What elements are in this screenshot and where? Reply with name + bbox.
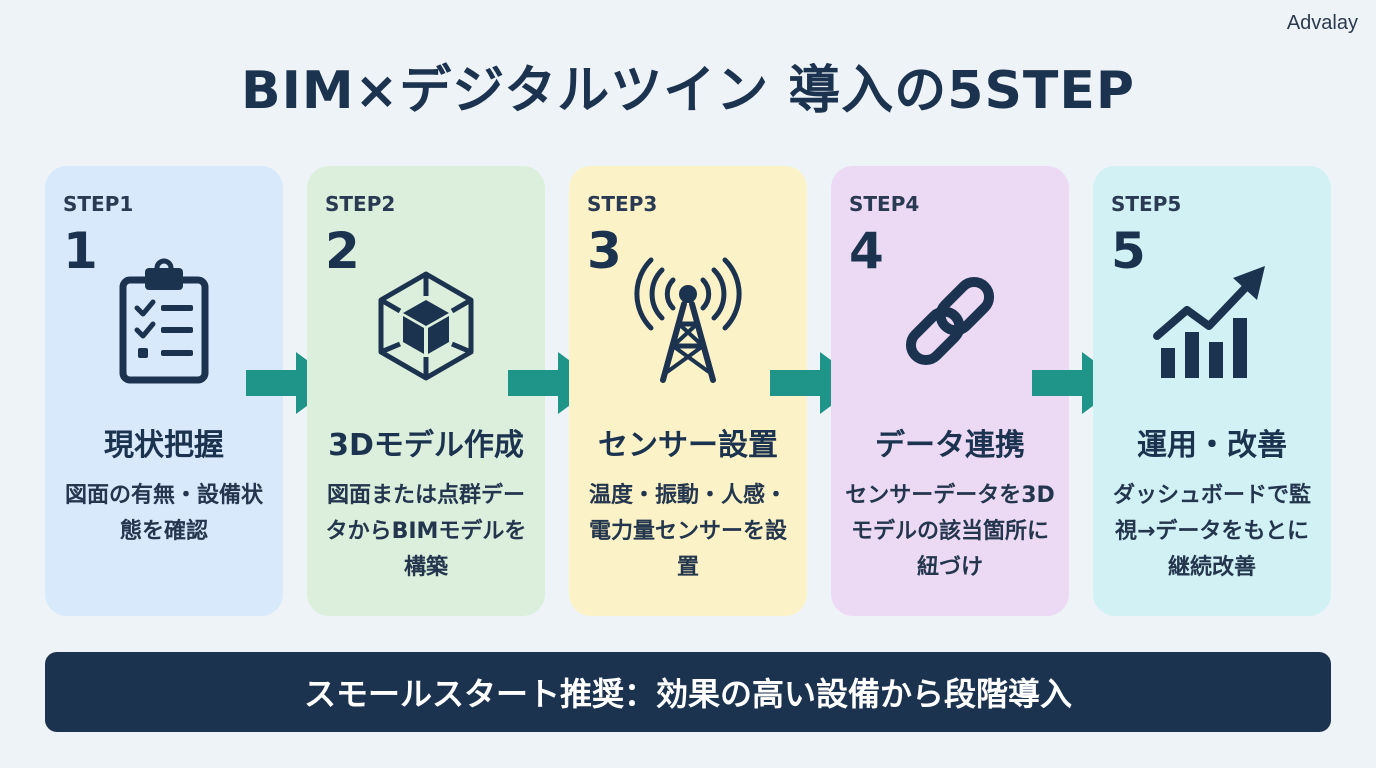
antenna-tower-icon (633, 256, 743, 386)
recommendation-banner: スモールスタート推奨：効果の高い設備から段階導入 (45, 652, 1331, 732)
3d-cube-icon (371, 256, 481, 386)
step-label: STEP4 (849, 192, 920, 216)
step-title: 現状把握 (104, 428, 224, 463)
step-label: STEP1 (63, 192, 134, 216)
step-number: 2 (325, 222, 360, 280)
page-title: BIM×デジタルツイン 導入の5STEP (240, 61, 1136, 121)
step-label: STEP5 (1111, 192, 1182, 216)
clipboard-checklist-icon (109, 256, 219, 386)
step-label: STEP3 (587, 192, 658, 216)
step-card-5: STEP5 5 運用・改善 ダッシュボードで監視→データをもとに継続改善 (1093, 166, 1331, 616)
step-number: 4 (849, 222, 884, 280)
step-card-4: STEP4 4 データ連携 センサーデータを3Dモデルの該当箇所に紐づけ (831, 166, 1069, 616)
step-number: 3 (587, 222, 622, 280)
step-description: 図面または点群データからBIMモデルを構築 (325, 483, 527, 580)
step-description: ダッシュボードで監視→データをもとに継続改善 (1112, 483, 1311, 580)
step-description: 図面の有無・設備状態を確認 (64, 483, 263, 544)
step-number: 5 (1111, 222, 1146, 280)
step-number: 1 (63, 222, 98, 280)
step-description: 温度・振動・人感・電力量センサーを設置 (588, 483, 787, 580)
recommendation-text: スモールスタート推奨：効果の高い設備から段階導入 (303, 675, 1072, 713)
growth-chart-icon (1153, 256, 1267, 386)
steps-flow: STEP1 1 現状把握 図面の有無・設備状態を確認 (0, 166, 1376, 616)
step-card-3: STEP3 3 (569, 166, 807, 616)
step-title: 運用・改善 (1137, 428, 1287, 463)
step-label: STEP2 (325, 192, 396, 216)
step-card-1: STEP1 1 現状把握 図面の有無・設備状態を確認 (45, 166, 283, 616)
step-title: センサー設置 (598, 428, 778, 463)
step-card-2: STEP2 2 3Dモデル作成 図面または点群データからBIMモデルを構築 (307, 166, 545, 616)
step-title: 3Dモデル作成 (328, 428, 524, 463)
step-title: データ連携 (875, 428, 1025, 463)
brand-logo-text: Advalay (1286, 12, 1358, 34)
step-description: センサーデータを3Dモデルの該当箇所に紐づけ (845, 483, 1055, 580)
chain-link-icon (895, 256, 1005, 386)
